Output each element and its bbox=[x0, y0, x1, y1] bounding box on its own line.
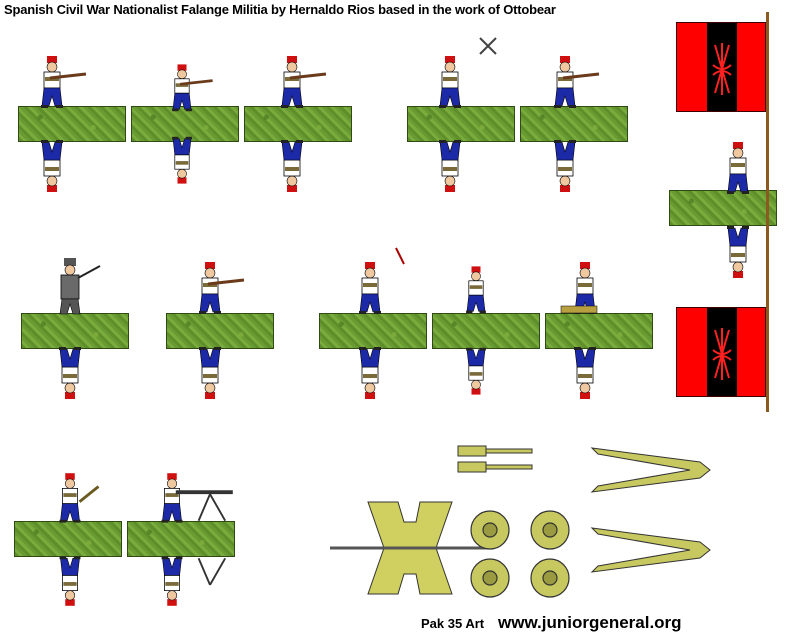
militia-soldier bbox=[40, 55, 88, 109]
militia-soldier bbox=[280, 55, 328, 109]
standard-bearer-base bbox=[669, 190, 777, 226]
pak35-wheels bbox=[470, 510, 570, 598]
falange-flag bbox=[676, 307, 766, 397]
militia-soldier bbox=[553, 55, 601, 109]
flag-pole bbox=[766, 12, 769, 412]
website-label: www.juniorgeneral.org bbox=[498, 613, 682, 632]
figure-base bbox=[18, 106, 126, 142]
sheet-title: Spanish Civil War Nationalist Falange Mi… bbox=[4, 2, 556, 17]
figure-base bbox=[166, 313, 274, 349]
figure-base bbox=[319, 313, 427, 349]
figure-base bbox=[14, 521, 122, 557]
art-caption: Pak 35 Art bbox=[421, 616, 485, 631]
pak35-shield bbox=[330, 501, 486, 595]
pak35-barrel-top bbox=[457, 445, 533, 473]
figure-base bbox=[407, 106, 515, 142]
militia-soldier bbox=[171, 63, 214, 112]
yoke-arrows-icon bbox=[712, 43, 732, 95]
pak35-trail-legs bbox=[590, 447, 711, 573]
yoke-arrows-icon bbox=[712, 328, 732, 380]
militia-soldier bbox=[438, 37, 497, 109]
falange-flag bbox=[676, 22, 766, 112]
figure-base bbox=[432, 313, 540, 349]
figure-base bbox=[127, 521, 235, 557]
figure-base bbox=[545, 313, 653, 349]
